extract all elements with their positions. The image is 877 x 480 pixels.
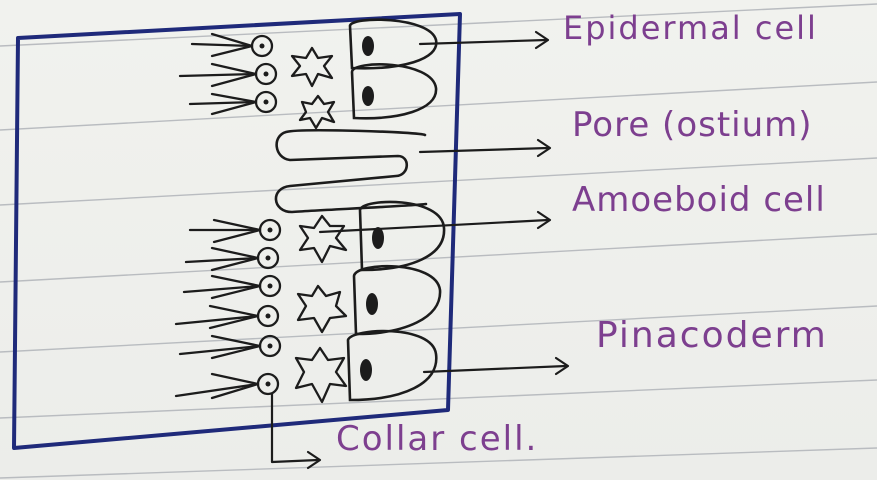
- collar-cell: [176, 306, 278, 328]
- amoeboid-cell: [298, 286, 346, 332]
- collar-cell: [176, 374, 278, 398]
- amoeboid-cells: [292, 48, 346, 402]
- collar-cells: [176, 34, 280, 398]
- epidermal-pointer: [420, 32, 548, 48]
- collar-cell: [180, 336, 280, 358]
- pore-ostium-channel: [276, 130, 426, 212]
- nucleus: [362, 36, 374, 56]
- nucleus: [362, 86, 374, 106]
- amoeboid-cell: [292, 48, 332, 86]
- nucleus: [372, 227, 384, 249]
- collar-cell: [180, 64, 276, 86]
- ruled-lines: [0, 4, 877, 478]
- label-pinacoderm: Pinacoderm: [596, 318, 828, 354]
- amoeboid-pointer: [320, 212, 550, 232]
- nucleus: [366, 293, 378, 315]
- amoeboid-cell: [296, 348, 346, 402]
- label-pore-ostium: Pore (ostium): [572, 108, 813, 142]
- epidermal-cells: [348, 20, 444, 400]
- nucleus: [360, 359, 372, 381]
- label-collar-cell: Collar cell.: [336, 422, 538, 456]
- label-amoeboid-cell: Amoeboid cell: [572, 183, 826, 217]
- collar-cell: [186, 248, 278, 270]
- amoeboid-cell: [300, 216, 346, 262]
- collar-cell: [190, 220, 280, 242]
- pore-pointer: [420, 140, 550, 156]
- collar-cell: [190, 92, 276, 114]
- label-epidermal-cell: Epidermal cell: [563, 12, 818, 44]
- collar-cell: [184, 276, 280, 298]
- pinacoderm-pointer: [424, 358, 568, 374]
